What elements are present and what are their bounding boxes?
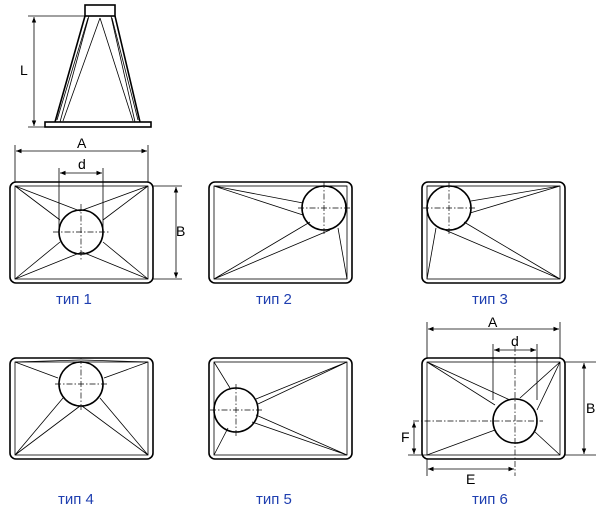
type-5-view: тип 5 (208, 357, 353, 508)
type-6-fold-lines (426, 361, 561, 456)
cone-walls (54, 15, 141, 123)
type-1-view: A d B тип 1 (9, 135, 185, 308)
type-2-inner-frame (213, 185, 348, 280)
type-4-centerlines (55, 358, 107, 410)
type-4-inner-frame (14, 361, 149, 456)
type-3-fold-lines (426, 185, 561, 280)
type-5-caption: тип 5 (256, 491, 292, 508)
type-6-outer-frame (421, 357, 566, 460)
type-2-fold-lines (213, 185, 348, 280)
cone-inner-walls (59, 15, 136, 123)
type-3-view: тип 3 (421, 181, 566, 308)
type-6-e-label: E (466, 471, 475, 487)
type-3-centerlines (423, 182, 475, 234)
type-5-centerlines (210, 384, 262, 436)
type-6-f-label: F (401, 429, 410, 445)
type-6-d-label: d (511, 333, 519, 349)
length-label: L (20, 62, 28, 78)
type-6-view: A d B F E тип 6 (401, 314, 596, 508)
type-1-a-label: A (77, 135, 87, 151)
type-6-a-label: A (488, 314, 498, 330)
bottom-flange (44, 121, 152, 128)
cone-fold-lines (56, 17, 139, 122)
type-6-caption: тип 6 (472, 491, 508, 508)
type-5-fold-lines (213, 361, 348, 456)
type-2-caption: тип 2 (256, 291, 292, 308)
type-4-view: тип 4 (9, 357, 154, 508)
type-4-outer-frame (9, 357, 154, 460)
type-3-inner-frame (426, 185, 561, 280)
type-1-inner-frame (14, 185, 149, 280)
type-1-caption: тип 1 (56, 291, 92, 308)
type-5-inner-frame (213, 361, 348, 456)
type-2-outer-frame (208, 181, 353, 284)
side-view: L (20, 4, 152, 128)
type-2-view: тип 2 (208, 181, 353, 308)
type-1-centerlines (53, 204, 109, 260)
type-6-b-label: B (586, 400, 595, 416)
type-6-inner-frame (426, 361, 561, 456)
type-5-outer-frame (208, 357, 353, 460)
type-2-centerlines (298, 182, 350, 234)
type-4-caption: тип 4 (58, 491, 94, 508)
type-1-fold-lines (14, 185, 149, 280)
type-6-centerlines (413, 346, 543, 476)
type-4-fold-lines (14, 359, 149, 456)
type-3-outer-frame (421, 181, 566, 284)
type-3-caption: тип 3 (472, 291, 508, 308)
type-1-b-label: B (176, 223, 185, 239)
type-1-d-label: d (78, 156, 86, 172)
top-collar (84, 4, 116, 17)
type-1-outer-frame (9, 181, 154, 284)
